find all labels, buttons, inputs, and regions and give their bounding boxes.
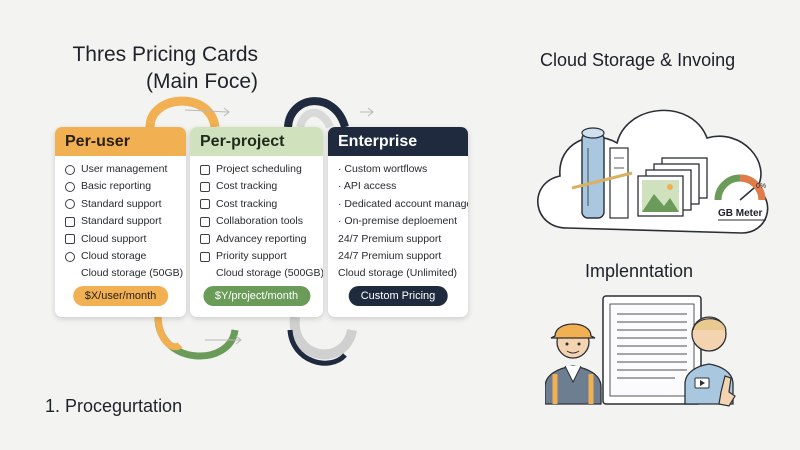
main-title-line1: Thres Pricing Cards bbox=[72, 43, 258, 66]
feature-list: · Custom wortflows · API access · Dedica… bbox=[328, 156, 468, 283]
person-icon bbox=[65, 199, 75, 210]
card-title: Per-project bbox=[190, 127, 323, 156]
feature-item: Standard support bbox=[65, 213, 186, 230]
green-ring-bottom bbox=[154, 316, 239, 360]
price-button[interactable]: $Y/project/month bbox=[202, 286, 311, 306]
pin-icon bbox=[65, 182, 75, 193]
price-button[interactable]: $X/user/month bbox=[72, 286, 169, 306]
cloud-storage-illustration: 0% GB Meter bbox=[537, 109, 769, 234]
feature-item: Standard support bbox=[65, 196, 186, 213]
navy-ring-top bbox=[284, 97, 349, 129]
card-title: Per-user bbox=[55, 127, 186, 156]
checklist-icon bbox=[200, 216, 210, 227]
orange-ring-bottom bbox=[154, 316, 183, 351]
implementation-title: Implenntation bbox=[585, 261, 694, 281]
construction-worker-icon bbox=[545, 323, 602, 405]
chart-icon bbox=[200, 234, 210, 245]
cloud-section-title: Cloud Storage & Invoing bbox=[540, 50, 736, 70]
arrow-head-top-2 bbox=[367, 107, 374, 117]
gb-meter: 0% GB Meter bbox=[714, 174, 766, 221]
feature-item: Priority support bbox=[200, 248, 323, 265]
calendar-icon bbox=[200, 199, 210, 210]
calendar-icon bbox=[65, 216, 75, 227]
pricing-card-per-project[interactable]: Per-project Project scheduling Cost trac… bbox=[190, 127, 323, 317]
feature-item: · Custom wortflows bbox=[338, 163, 428, 175]
feature-item: Cloud storage bbox=[65, 248, 186, 265]
arrow-line-top-1 bbox=[184, 109, 229, 113]
main-title-line2: (Main Foce) bbox=[145, 70, 258, 93]
lock-icon bbox=[200, 251, 210, 262]
feature-item: Collaboration tools bbox=[200, 213, 323, 230]
feature-item: · On-premise deploement bbox=[338, 215, 458, 228]
feature-item: Basic reporting bbox=[65, 178, 186, 195]
feature-item: · API access bbox=[338, 180, 397, 193]
feature-list: User management Basic reporting Standard… bbox=[55, 156, 186, 283]
pricing-card-enterprise[interactable]: Enterprise · Custom wortflows · API acce… bbox=[328, 127, 468, 317]
feature-item: 24/7 Premium support bbox=[338, 232, 442, 245]
orange-ring-top bbox=[145, 96, 220, 129]
blueprint-roll-icon bbox=[571, 127, 633, 219]
grey-ring-top bbox=[296, 108, 334, 129]
feature-item: User management bbox=[65, 161, 186, 178]
feature-item: Cloud storage (50GB) bbox=[65, 265, 186, 282]
feature-item: · Dedicated account manager bbox=[338, 197, 468, 210]
pricing-card-per-user[interactable]: Per-user User management Basic reporting… bbox=[55, 127, 186, 317]
price-button[interactable]: Custom Pricing bbox=[348, 286, 448, 306]
navy-ring-bottom bbox=[287, 329, 347, 366]
document-icon bbox=[65, 234, 75, 245]
calendar-icon bbox=[200, 182, 210, 193]
implementation-illustration bbox=[545, 295, 736, 407]
arrow-head-top-1 bbox=[223, 107, 230, 117]
checklist-icon bbox=[200, 164, 210, 175]
feature-item: Cloud support bbox=[65, 231, 186, 248]
blank-icon bbox=[200, 269, 210, 279]
feature-item: Cost tracking bbox=[200, 178, 323, 195]
tech-user-icon bbox=[684, 316, 736, 407]
document-icon bbox=[602, 295, 702, 405]
feature-list: Project scheduling Cost tracking Cost tr… bbox=[190, 156, 323, 283]
feature-item: Cloud storage (Unlimited) bbox=[338, 267, 458, 280]
card-title: Enterprise bbox=[328, 127, 468, 156]
grey-ring-bottom bbox=[289, 316, 357, 360]
gear-icon bbox=[65, 164, 75, 175]
feature-item: 24/7 Premium support bbox=[338, 249, 442, 262]
feature-item: Cost tracking bbox=[200, 196, 323, 213]
meter-percent-label: 0% bbox=[756, 183, 766, 190]
arrow-head-bottom bbox=[235, 335, 242, 345]
feature-item: Cloud storage (500GB) bbox=[200, 265, 323, 282]
main-title: Thres Pricing Cards (Main Foce) bbox=[48, 41, 258, 95]
photo-stack-icon bbox=[637, 157, 708, 217]
blank-icon bbox=[65, 269, 75, 279]
cloud-icon bbox=[65, 251, 75, 262]
gb-meter-label: GB Meter bbox=[718, 208, 763, 219]
procurement-label: 1. Procegurtation bbox=[45, 396, 183, 416]
feature-item: Advancey reporting bbox=[200, 231, 323, 248]
feature-item: Project scheduling bbox=[200, 161, 323, 178]
